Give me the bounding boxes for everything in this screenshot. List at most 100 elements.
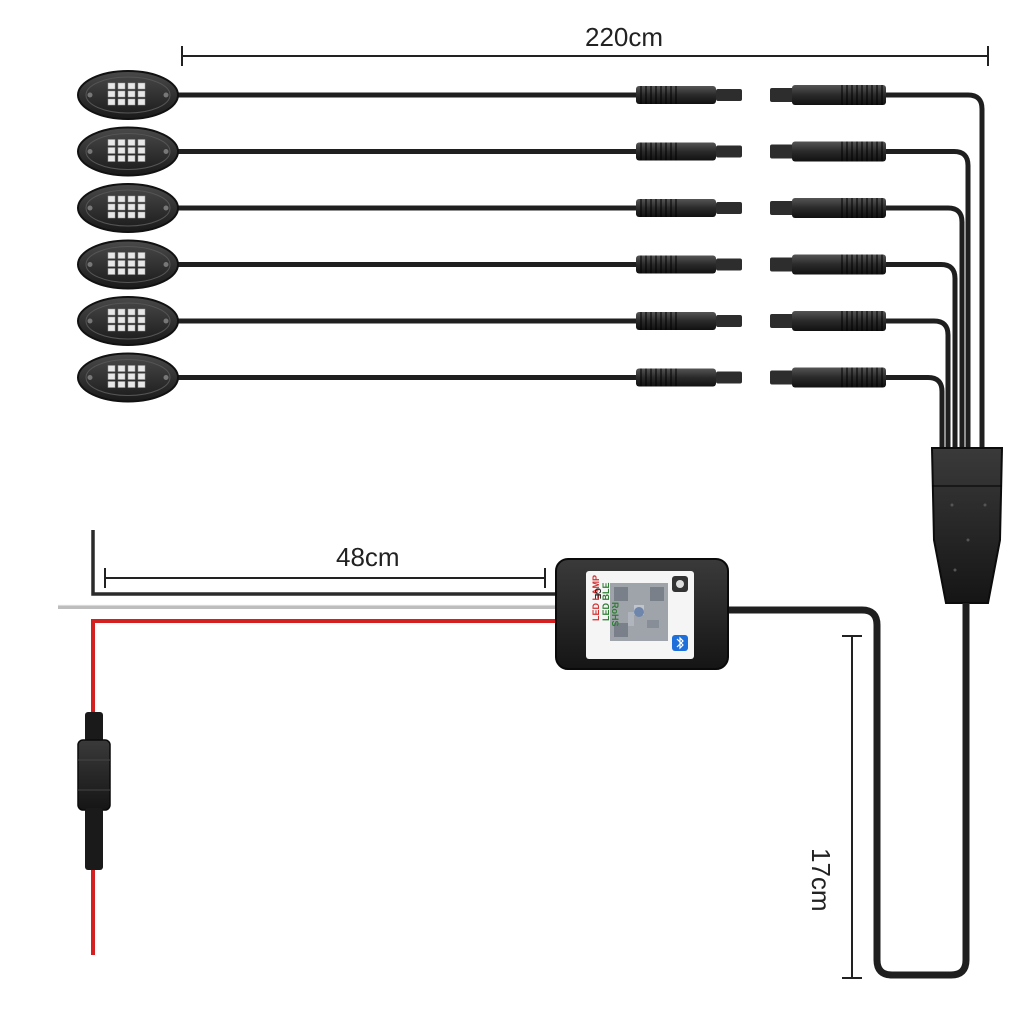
led-chip — [137, 139, 146, 146]
led-chip — [117, 155, 126, 162]
ce-mark: CE — [593, 588, 602, 600]
female-connector — [770, 141, 886, 162]
controller-wires — [58, 530, 557, 955]
led-chip — [127, 211, 136, 219]
led-chip — [127, 139, 136, 146]
led-chip — [127, 260, 136, 267]
led-chip — [137, 324, 146, 332]
male-connector — [636, 86, 742, 104]
led-chip — [107, 316, 116, 324]
female-connector — [770, 198, 886, 218]
led-chip — [117, 195, 126, 203]
hub-to-controller-cable — [728, 603, 970, 979]
male-connector — [636, 368, 742, 387]
rock-light-pod-1 — [77, 70, 985, 450]
extension-cable — [884, 205, 965, 450]
male-connector — [636, 312, 742, 330]
led-chip — [127, 98, 136, 106]
led-chip — [117, 365, 126, 372]
controller-label-line2: LED BLE — [601, 582, 611, 621]
qr-code-icon — [610, 583, 668, 641]
male-connector — [636, 142, 742, 161]
led-chip — [107, 82, 116, 90]
pod-rim — [85, 133, 171, 170]
led-chip — [127, 90, 136, 98]
led-chip — [137, 203, 146, 211]
rock-light-pod-6 — [77, 352, 945, 450]
pod-rim — [85, 189, 171, 227]
bluetooth-controller: LED LAMP LED BLE CE RoHS — [555, 558, 729, 670]
pod-screw — [163, 149, 169, 154]
male-connector — [636, 199, 742, 217]
bluetooth-icon — [672, 635, 688, 651]
rohs-mark: RoHS — [610, 602, 620, 627]
dimension-48cm: 48cm — [104, 542, 546, 588]
led-chip — [137, 155, 146, 162]
led-chip — [127, 195, 136, 203]
led-chip — [107, 381, 116, 388]
pod-screw — [87, 205, 93, 211]
led-chip — [107, 260, 116, 267]
led-chip — [117, 381, 126, 388]
led-chip — [137, 90, 146, 98]
led-chip — [137, 98, 146, 106]
led-chip — [127, 308, 136, 316]
pod-screw — [87, 318, 93, 324]
led-chip — [137, 82, 146, 90]
led-chip — [127, 381, 136, 388]
rock-light-pod-5 — [77, 296, 951, 450]
extension-cable — [884, 262, 958, 450]
led-chip — [107, 203, 116, 211]
led-chip — [107, 268, 116, 275]
dimension-220cm: 220cm — [181, 22, 989, 66]
led-chip — [137, 381, 146, 388]
led-chip — [117, 268, 126, 275]
led-chip — [107, 365, 116, 372]
female-connector — [770, 367, 886, 388]
extension-cable — [884, 149, 971, 450]
inline-fuse-holder — [77, 712, 111, 870]
led-chip — [107, 211, 116, 219]
led-chip — [117, 373, 126, 380]
led-chip — [107, 373, 116, 380]
led-chip — [137, 211, 146, 219]
led-chip — [107, 98, 116, 106]
led-chip — [107, 252, 116, 259]
led-chip — [137, 268, 146, 275]
led-chip — [117, 139, 126, 146]
pod-rim — [85, 359, 171, 396]
led-chip — [127, 324, 136, 332]
pod-screw — [163, 92, 169, 98]
led-chip — [127, 147, 136, 154]
led-chip — [137, 195, 146, 203]
led-chip — [117, 316, 126, 324]
pod-screw — [87, 262, 93, 267]
pod-screw — [87, 149, 93, 154]
dimension-label-17cm: 17cm — [806, 848, 836, 912]
led-chip — [117, 82, 126, 90]
female-connector — [770, 85, 886, 105]
pod-screw — [163, 262, 169, 267]
led-chip — [127, 365, 136, 372]
led-chip — [137, 365, 146, 372]
led-chip — [117, 203, 126, 211]
led-chip — [117, 90, 126, 98]
rock-light-pod-2 — [77, 126, 971, 450]
pod-screw — [163, 205, 169, 211]
led-chip — [127, 373, 136, 380]
pod-screw — [163, 318, 169, 324]
female-connector — [770, 311, 886, 331]
led-chip — [137, 147, 146, 154]
led-chip — [107, 147, 116, 154]
led-chip — [117, 252, 126, 259]
led-chip — [107, 139, 116, 146]
led-chip — [127, 316, 136, 324]
pod-rim — [85, 302, 171, 340]
led-chip — [137, 373, 146, 380]
rock-light-pod-4 — [77, 239, 958, 450]
led-chip — [137, 308, 146, 316]
extension-cable — [884, 318, 951, 450]
led-chip — [117, 260, 126, 267]
led-chip — [107, 324, 116, 332]
